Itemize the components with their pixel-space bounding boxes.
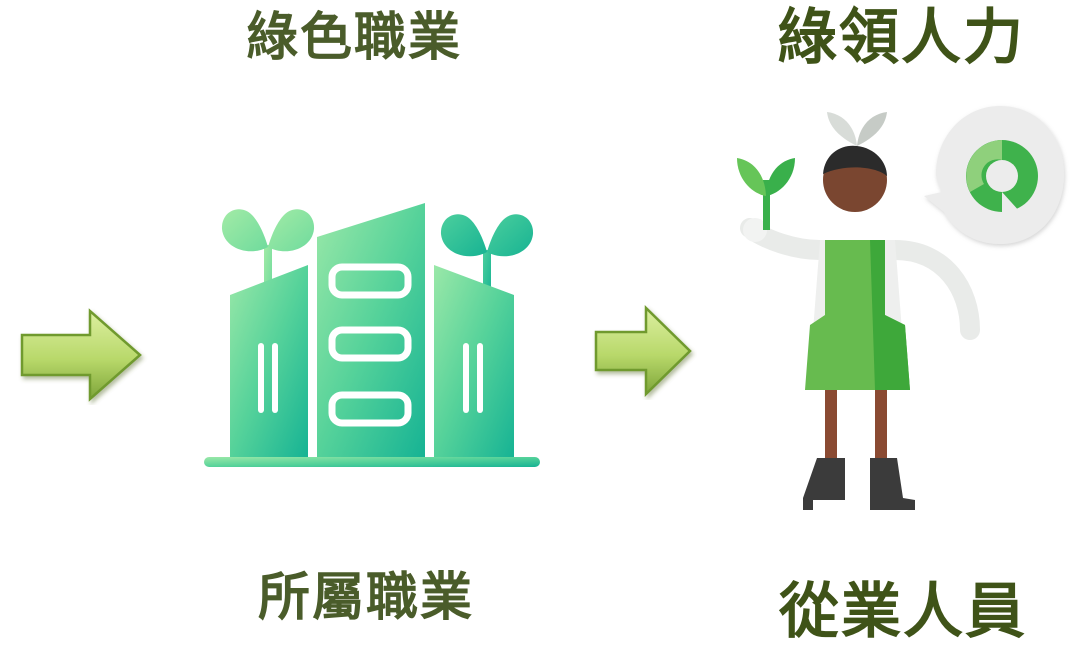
right-sprout-icon: [440, 214, 534, 300]
label-green-occupation: 綠色職業: [246, 8, 463, 68]
recycle-badge-icon: [924, 106, 1064, 244]
sprout-icon: [737, 158, 795, 230]
label-belonging-occupation: 所屬職業: [258, 568, 475, 628]
label-green-collar-talent: 綠領人力: [777, 3, 1025, 73]
green-worker-icon: [737, 112, 980, 510]
left-sprout-icon: [221, 209, 315, 295]
label-employees: 從業人員: [779, 577, 1027, 647]
green-building-icon: [204, 203, 540, 467]
right-arrow-icon: [20, 308, 142, 402]
right-arrow-icon: [594, 305, 692, 397]
